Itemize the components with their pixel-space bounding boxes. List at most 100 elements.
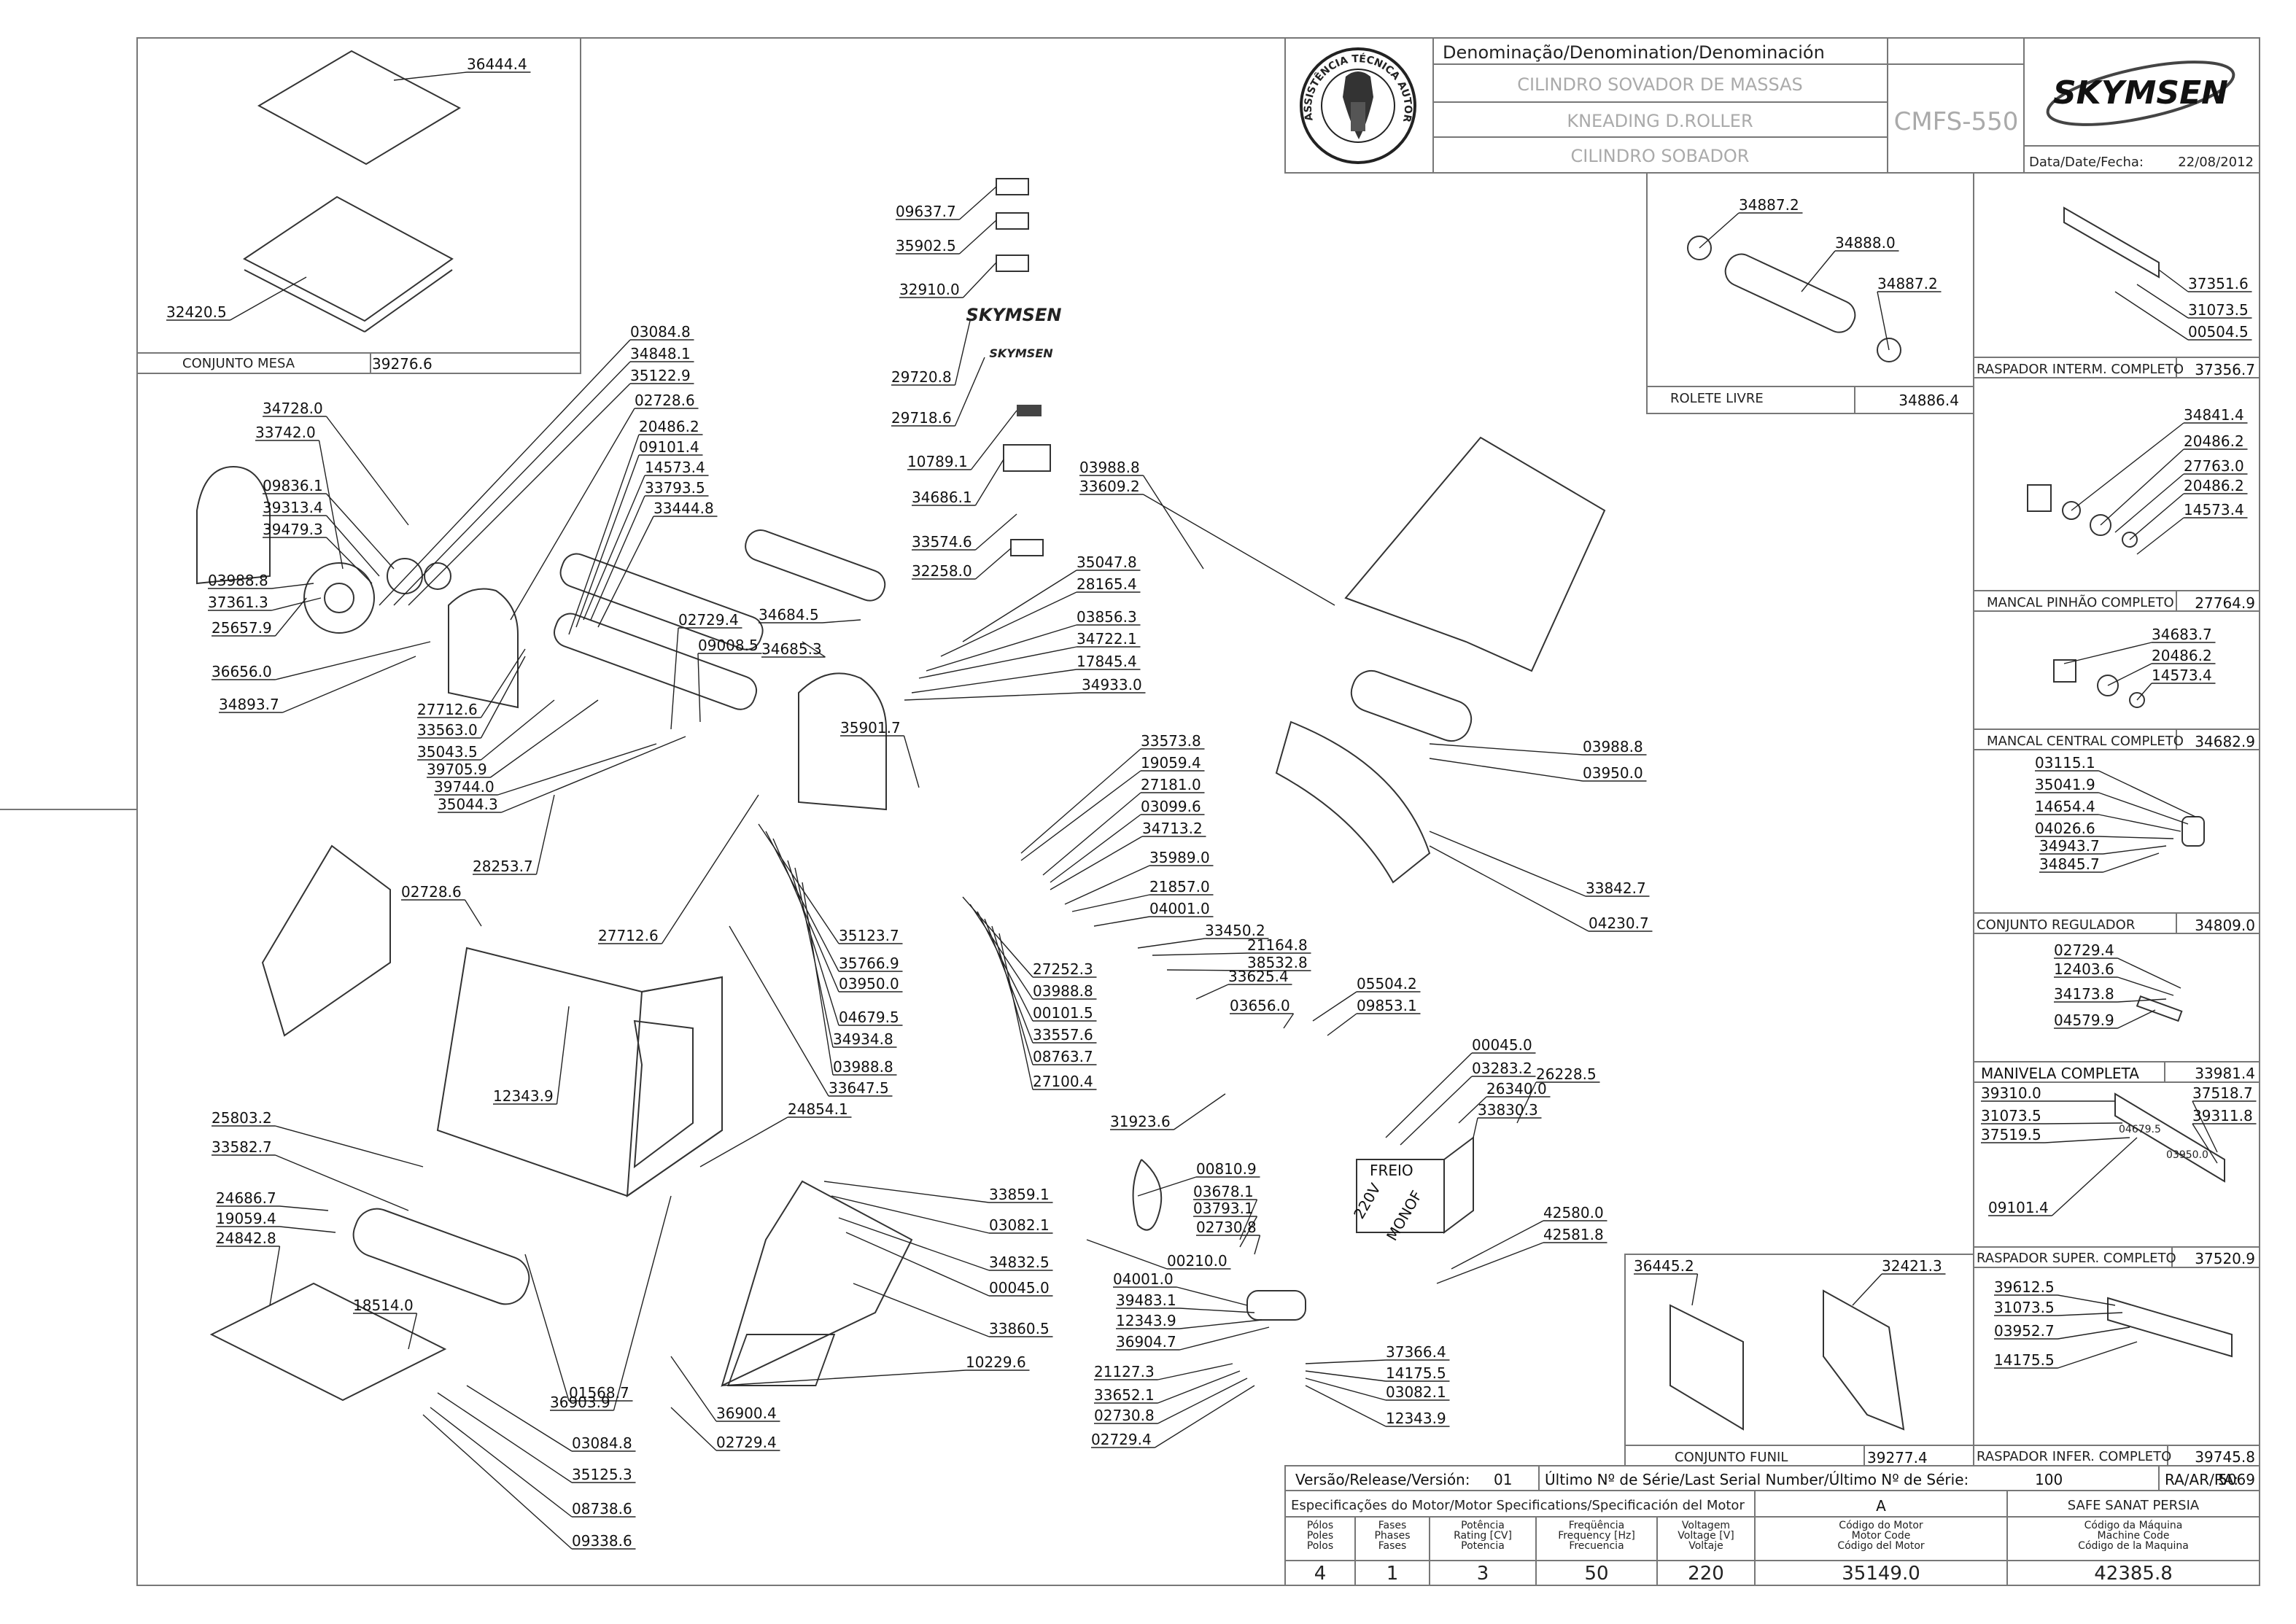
part-number-callout: 01568.7 (569, 1384, 629, 1402)
model-code: CMFS-550 (1894, 107, 2019, 136)
part-number-callout: 39310.0 (1981, 1084, 2041, 1102)
part-number-callout: 39479.3 (263, 521, 323, 538)
part-number-callout: 28165.4 (1077, 575, 1137, 593)
part-number-callout: 31073.5 (1994, 1299, 2055, 1316)
part-number-callout: 02729.4 (1091, 1431, 1152, 1448)
part-callouts: 36444.432420.503084.834848.135122.902728… (166, 55, 2253, 1550)
part-number-callout: 03115.1 (2035, 754, 2095, 772)
denomination-header: Denominação/Denomination/Denominación (1443, 42, 1825, 63)
part-number-callout: 03952.7 (1994, 1322, 2055, 1340)
leader-line (787, 860, 839, 1026)
leader-line (2058, 1326, 2130, 1340)
leader-line (1155, 1385, 1255, 1448)
part-number-callout: 00210.0 (1167, 1252, 1227, 1270)
leader-lines (166, 71, 2257, 1550)
leader-line (911, 669, 1077, 693)
leader-line (845, 1232, 990, 1297)
leader-line (1179, 1326, 1270, 1351)
leader-line (274, 597, 307, 637)
leader-line (954, 320, 971, 386)
part-number-callout: 04001.0 (1149, 900, 1210, 917)
part-number-callout: 20486.2 (2152, 647, 2212, 664)
part-number-callout: 31073.5 (1981, 1107, 2041, 1124)
leader-line (1429, 758, 1583, 782)
part-number-callout: 03988.8 (1033, 982, 1093, 1000)
part-number-callout: 33557.6 (1033, 1026, 1093, 1044)
leader-line (1312, 991, 1357, 1022)
leader-line (1020, 770, 1141, 861)
part-number-callout: 35902.5 (896, 237, 956, 255)
date-label: Data/Date/Fecha: (2029, 155, 2144, 170)
part-number-callout: 34685.3 (761, 640, 822, 658)
part-number-callout: 09101.4 (639, 438, 699, 456)
leader-line (2117, 976, 2174, 996)
part-number-callout: 03082.1 (989, 1216, 1050, 1234)
leader-line (497, 743, 657, 796)
part-number-callout: 19059.4 (216, 1210, 276, 1227)
leader-line (535, 794, 555, 875)
part-number-callout: 19059.4 (1141, 754, 1201, 772)
leader-line (1050, 836, 1143, 890)
leader-line (822, 619, 861, 623)
leader-line (325, 416, 409, 526)
leader-line (408, 383, 631, 606)
leader-line (2098, 770, 2196, 817)
leader-line (699, 1116, 788, 1168)
leader-line (2103, 852, 2160, 873)
leader-line (2058, 1294, 2116, 1306)
leader-line (670, 627, 679, 730)
part-number-callout: 21857.0 (1149, 878, 1210, 895)
part-number-callout: 00045.0 (1472, 1036, 1532, 1054)
date-value: 22/08/2012 (2178, 155, 2254, 170)
part-number-callout: 03988.8 (1079, 459, 1140, 476)
part-number-callout: 27763.0 (2184, 457, 2244, 475)
leader-line (2044, 1137, 2130, 1143)
part-number-callout: 20486.2 (2184, 477, 2244, 494)
leader-line (466, 1385, 573, 1452)
part-number-callout: 33582.7 (212, 1138, 272, 1156)
leader-line (1429, 845, 1589, 932)
subassembly-name: CONJUNTO REGULADOR (1977, 917, 2135, 933)
part-number-callout: 09836.1 (263, 477, 323, 494)
leader-line (437, 1392, 573, 1483)
leader-line (1451, 1220, 1544, 1270)
leader-line (1174, 1093, 1226, 1130)
subassembly-code: 27764.9 (2195, 594, 2255, 612)
leader-line (969, 904, 1033, 1000)
leader-line (2136, 517, 2184, 555)
part-number-callout: 34848.1 (630, 345, 691, 362)
part-number-callout: 12403.6 (2054, 960, 2114, 978)
leader-line (998, 933, 1033, 1090)
part-number-callout: 03283.2 (1472, 1060, 1532, 1077)
leader-line (1473, 1117, 1478, 1138)
part-number-callout: 42580.0 (1543, 1204, 1604, 1221)
part-number-callout: 36444.4 (467, 55, 527, 73)
part-number-callout: 04579.9 (2054, 1011, 2114, 1029)
leader-line (510, 408, 635, 621)
leader-line (1305, 1359, 1386, 1364)
leader-line (1157, 1363, 1233, 1380)
leader-line (279, 1205, 329, 1211)
val-power: 3 (1477, 1563, 1489, 1585)
part-number-callout: 03084.8 (572, 1434, 632, 1452)
part-number-callout: 36656.0 (212, 663, 272, 680)
part-number-callout: 14654.4 (2035, 798, 2095, 815)
leader-line (325, 493, 395, 570)
part-number-callout: 34933.0 (1082, 676, 1142, 693)
leader-line (2129, 493, 2184, 540)
part-number-callout: 32910.0 (899, 281, 960, 298)
part-number-callout: 02729.4 (678, 611, 739, 629)
leader-line (670, 1407, 717, 1451)
ra-value: 5069 (2218, 1471, 2255, 1488)
part-number-callout: 35766.9 (839, 955, 899, 972)
leader-line (1239, 1216, 1258, 1248)
leader-line (2114, 473, 2184, 533)
part-number-callout: 24686.7 (216, 1189, 276, 1207)
leader-line (977, 911, 1033, 1022)
motor-voltage-label: 220V (1350, 1180, 1384, 1221)
subassembly-name: RASPADOR INFER. COMPLETO (1977, 1449, 2171, 1464)
part-number-callout: 33450.2 (1205, 922, 1265, 939)
